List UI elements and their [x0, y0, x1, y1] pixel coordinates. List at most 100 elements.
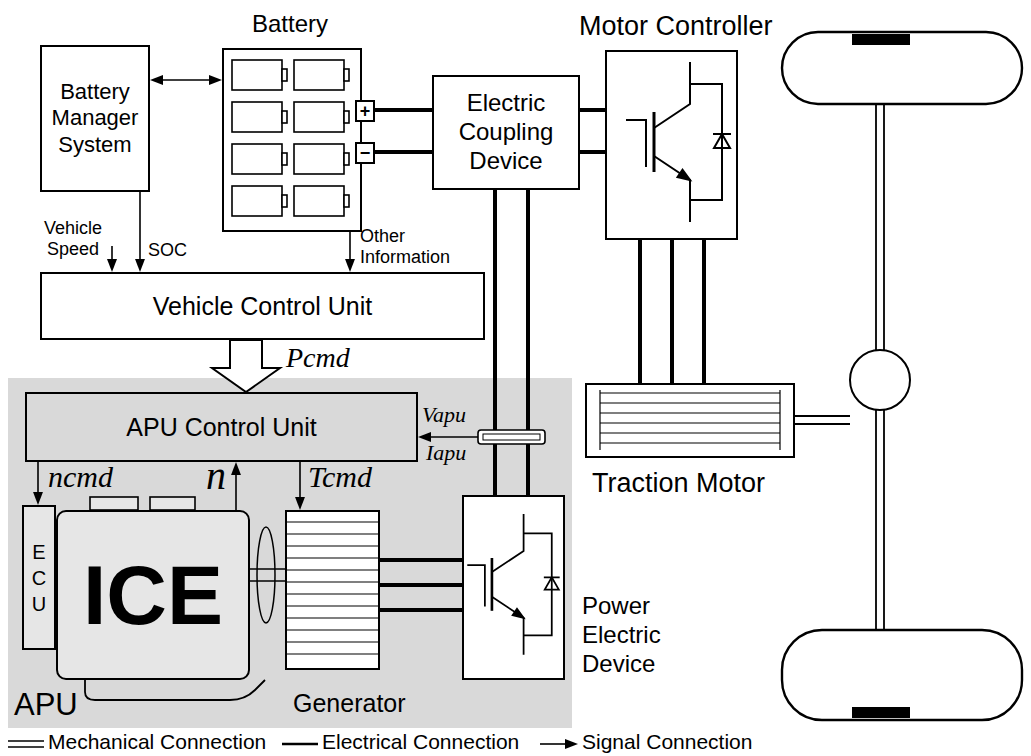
node-label: Vehicle Control Unit [153, 291, 373, 321]
legend-sample [565, 739, 578, 749]
signal-link [135, 192, 145, 272]
connector-line [235, 472, 237, 510]
cell-terminal [344, 111, 349, 123]
engine-cover [90, 497, 138, 510]
terminal-sign: − [355, 142, 375, 164]
igbt-base [491, 558, 494, 611]
power-wire [580, 110, 605, 152]
connector-line [37, 462, 39, 495]
connector-line [299, 462, 301, 500]
battery-cell [294, 60, 344, 90]
connector-line [250, 568, 285, 570]
node-label: APU Control Unit [126, 412, 316, 442]
battery-cell [232, 144, 282, 174]
command-arrow [212, 340, 280, 392]
signal-link [150, 75, 222, 85]
connector-line [670, 240, 674, 383]
battery-cell [294, 102, 344, 132]
controller-box: Motor Controller [605, 50, 738, 240]
connector-line [580, 150, 605, 154]
arrow-head [295, 497, 305, 510]
terminal-sign: + [355, 100, 375, 122]
signal-line [430, 436, 478, 438]
battery-cell [232, 60, 282, 90]
control-box: Battery Manager System [40, 45, 150, 192]
signal-label: ncmd [48, 462, 113, 492]
node-heading: Battery [252, 10, 328, 39]
signal-link [231, 462, 241, 510]
node-heading: Power Electric Device [582, 592, 682, 678]
wheel [782, 630, 1022, 720]
legend-text: Mechanical Connection [48, 730, 266, 753]
inverter-body [462, 495, 565, 680]
connector-line [160, 79, 211, 81]
block-arrow [212, 340, 280, 392]
battery-pack: Battery [222, 48, 362, 232]
battery-cell [294, 186, 344, 216]
battery-cell [294, 144, 344, 174]
apu-region: APU APU Control Unit E C U ICE Generator Powe… [8, 378, 572, 728]
cell-terminal [344, 69, 349, 81]
signal-label: Iapu [426, 442, 466, 464]
mechanical-shaft [250, 569, 285, 581]
legend-item: Electrical Connection [322, 729, 519, 754]
signal-link [345, 232, 355, 272]
node-heading: Motor Controller [579, 10, 773, 42]
igbt-symbol [467, 514, 559, 655]
signal-label: Vehicle Speed [36, 218, 110, 259]
signal-link [33, 462, 43, 505]
node-label: Battery Manager System [48, 79, 142, 158]
apu-background [8, 378, 572, 728]
connector-line [349, 232, 351, 262]
engine-block: ICE [56, 510, 250, 680]
igbt-gate [467, 565, 485, 606]
cell-terminal [282, 111, 287, 123]
node-heading: APU [14, 686, 78, 723]
engine-mount [85, 680, 265, 700]
node-heading: Traction Motor [592, 467, 765, 499]
power-wire [495, 190, 528, 495]
generator-winding [287, 522, 378, 654]
battery-cell [232, 102, 282, 132]
node-label: E C U [31, 539, 47, 617]
cell-terminal [282, 153, 287, 165]
signal-label: n [206, 456, 226, 496]
igbt-gate [626, 120, 646, 167]
phase-wire [380, 560, 462, 610]
igbt-collector [492, 514, 524, 572]
node-heading: Generator [293, 688, 406, 718]
motor-box: Traction Motor [585, 383, 795, 458]
node-label: ICE [83, 553, 223, 637]
legend-item: Signal Connection [582, 729, 752, 754]
cell-terminal [344, 153, 349, 165]
legend-text: Electrical Connection [322, 730, 519, 753]
arrow-head [418, 432, 431, 442]
igbt-emitter [654, 156, 690, 222]
legend-sample [8, 741, 44, 747]
legend-sample [282, 743, 318, 746]
legend-item: Mechanical Connection [48, 729, 266, 754]
arrow-head [33, 492, 43, 505]
current-sensor [478, 430, 545, 444]
igbt-arrow [678, 170, 691, 180]
differential [850, 350, 910, 410]
signal-label: Pcmd [286, 344, 350, 372]
motor-fins [600, 390, 780, 450]
connector-line [702, 240, 706, 383]
connector-line [380, 583, 462, 587]
inverter-box: Power Electric Device [462, 495, 565, 680]
signal-label: Tcmd [308, 462, 372, 492]
engine-cover [150, 497, 195, 510]
connector-line [580, 108, 605, 112]
diode-symbol [544, 577, 560, 589]
node-label: Electric Coupling Device [440, 89, 572, 175]
igbt-base [653, 112, 656, 172]
shaft-coupling [257, 527, 275, 623]
connector-line [250, 580, 285, 582]
igbt-emitter [492, 597, 524, 655]
wheel-tread [852, 34, 910, 45]
coupling-box: Electric Coupling Device [432, 75, 580, 190]
signal-label: Other Information [360, 226, 478, 267]
signal-label: Vapu [422, 404, 466, 426]
igbt-arrow [513, 609, 524, 618]
